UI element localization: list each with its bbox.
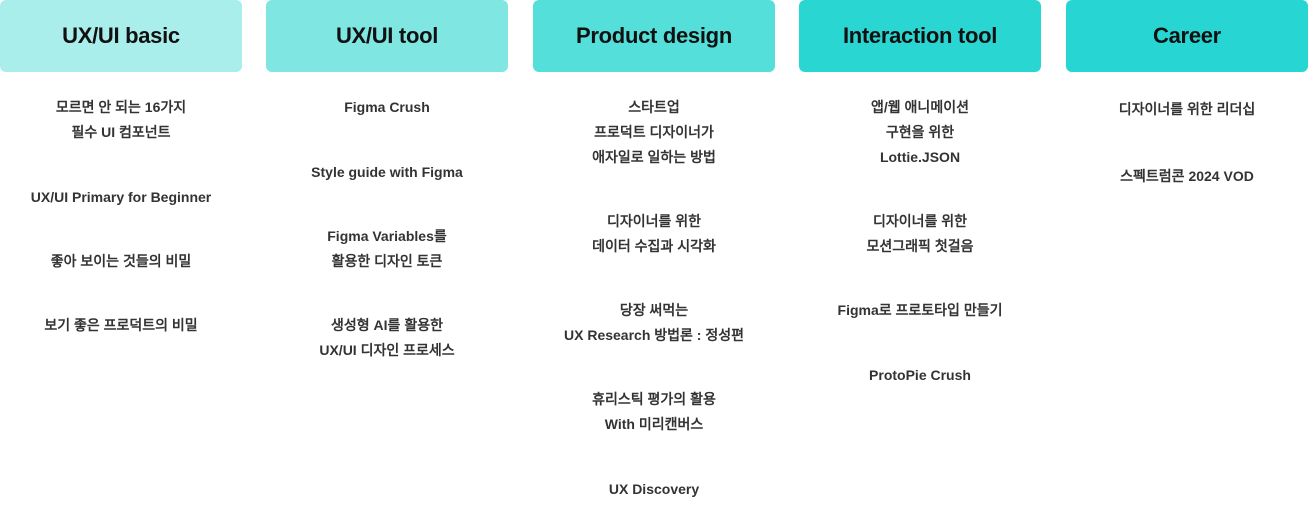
- course-title-line: 디자이너를 위한: [872, 213, 968, 229]
- course-title-line: UX Discovery: [608, 481, 700, 497]
- course-title-line: 보기 좋은 프로덕트의 비밀: [44, 317, 198, 333]
- course-link[interactable]: UX/UI Primary for Beginner: [0, 185, 242, 210]
- course-link[interactable]: 보기 좋은 프로덕트의 비밀: [0, 313, 242, 338]
- course-link[interactable]: 좋아 보이는 것들의 비밀: [0, 249, 242, 274]
- category-header[interactable]: UX/UI tool: [266, 0, 508, 72]
- course-title-line: Lottie.JSON: [879, 149, 961, 165]
- course-title-line: 앱/웹 애니메이션: [871, 99, 969, 115]
- course-title-line: Figma Variables를: [327, 228, 447, 244]
- course-title-line: 스펙트럼콘 2024 VOD: [1120, 168, 1254, 184]
- course-title-line: ProtoPie Crush: [869, 367, 971, 383]
- course-title-line: UX/UI Primary for Beginner: [30, 189, 212, 205]
- category-header[interactable]: Interaction tool: [799, 0, 1041, 72]
- category-header[interactable]: UX/UI basic: [0, 0, 242, 72]
- course-link[interactable]: Figma Crush: [266, 95, 508, 120]
- course-title-line: 프로덕트 디자이너가: [594, 124, 714, 140]
- category-header[interactable]: Product design: [533, 0, 775, 72]
- course-title-line: 디자이너를 위한 리더십: [1118, 101, 1256, 117]
- course-title-line: 당장 써먹는: [619, 302, 689, 318]
- course-title-line: UX Research 방법론 : 정성편: [564, 327, 744, 343]
- course-title-line: 스타트업: [628, 99, 680, 115]
- course-title-line: 애자일로 일하는 방법: [592, 149, 716, 165]
- course-title-line: 필수 UI 컴포넌트: [71, 124, 171, 140]
- course-link[interactable]: 디자이너를 위한 리더십: [1066, 97, 1308, 122]
- course-title-line: 휴리스틱 평가의 활용: [592, 391, 716, 407]
- course-link[interactable]: Figma로 프로토타입 만들기: [799, 298, 1041, 323]
- course-link[interactable]: 생성형 AI를 활용한 UX/UI 디자인 프로세스: [266, 313, 508, 363]
- course-link[interactable]: UX Discovery: [533, 477, 775, 502]
- course-title-line: Figma Crush: [344, 99, 430, 115]
- course-title-line: 데이터 수집과 시각화: [592, 238, 716, 254]
- course-link[interactable]: 스펙트럼콘 2024 VOD: [1066, 164, 1308, 189]
- course-title-line: 모르면 안 되는 16가지: [55, 99, 187, 115]
- course-link[interactable]: 당장 써먹는 UX Research 방법론 : 정성편: [533, 298, 775, 348]
- course-link[interactable]: 휴리스틱 평가의 활용 With 미리캔버스: [533, 387, 775, 437]
- course-title-line: 좋아 보이는 것들의 비밀: [50, 253, 192, 269]
- course-title-line: 디자이너를 위한: [606, 213, 702, 229]
- course-title-line: UX/UI 디자인 프로세스: [319, 342, 455, 358]
- course-title-line: 구현을 위한: [885, 124, 955, 140]
- category-header[interactable]: Career: [1066, 0, 1308, 72]
- course-link[interactable]: ProtoPie Crush: [799, 363, 1041, 388]
- course-title-line: 활용한 디자인 토큰: [331, 253, 443, 269]
- course-title-line: With 미리캔버스: [604, 416, 704, 432]
- course-title-line: 생성형 AI를 활용한: [331, 317, 443, 333]
- course-title-line: Figma로 프로토타입 만들기: [837, 302, 1003, 318]
- course-title-line: 모션그래픽 첫걸음: [866, 238, 974, 254]
- course-title-line: Style guide with Figma: [311, 164, 463, 180]
- course-link[interactable]: Style guide with Figma: [266, 160, 508, 185]
